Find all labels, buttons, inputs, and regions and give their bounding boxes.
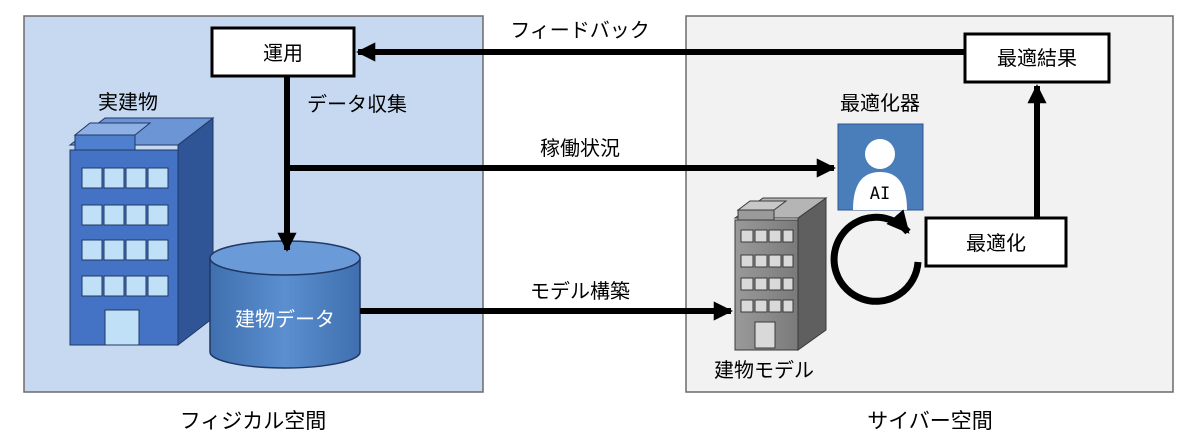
optimize-label: 最適化 [966, 231, 1026, 255]
operation-label: 運用 [263, 41, 303, 65]
feedback-label: フィードバック [510, 18, 650, 42]
operation-box [210, 26, 356, 78]
real-building-icon [68, 116, 215, 347]
building-data-label: 建物データ [235, 307, 335, 331]
optimizer-label: 最適化器 [840, 91, 920, 115]
optimal-result-box [963, 32, 1111, 84]
data-collection-label: データ収集 [307, 92, 407, 116]
building-model-label: 建物モデル [714, 358, 814, 382]
building-model-icon [733, 197, 828, 351]
optimize-box [924, 216, 1068, 268]
cyber-space-title: サイバー空間 [867, 409, 993, 433]
status-label: 稼働状況 [540, 136, 620, 160]
ai-label: AI [870, 184, 890, 204]
building-data-database-icon [209, 240, 361, 369]
model-build-label: モデル構築 [530, 279, 630, 303]
physical-space-title: フィジカル空間 [180, 409, 327, 433]
ai-optimizer-icon [837, 123, 924, 211]
real-building-label: 実建物 [98, 90, 158, 114]
optimization-loop-arrow [830, 209, 922, 305]
optimal-result-label: 最適結果 [997, 46, 1077, 70]
